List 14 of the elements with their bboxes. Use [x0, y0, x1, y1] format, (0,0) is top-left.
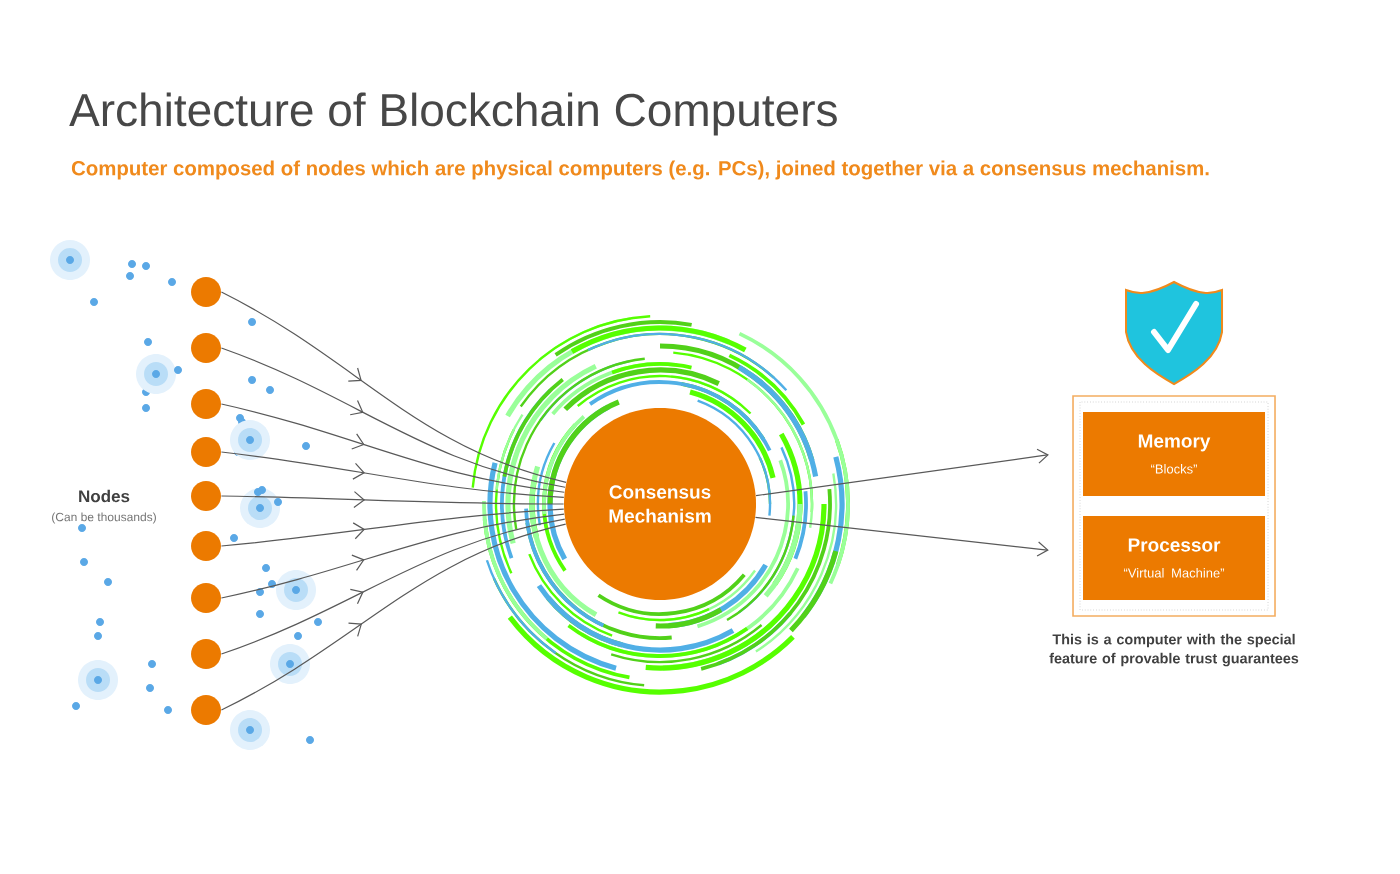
group-label: Nodes	[79, 489, 130, 503]
node-circle	[191, 333, 221, 363]
node-circle	[191, 389, 221, 419]
node-circle	[191, 277, 221, 307]
node-circle	[191, 531, 221, 561]
node-circle	[191, 481, 221, 511]
node-circle	[191, 437, 221, 467]
subtitle: Computer composed of nodes which are physical computers (e.g. PCs), joined together via a consensus mechanism.	[71, 160, 1209, 180]
node-circle	[191, 583, 221, 613]
title: Architecture of Blockchain Computers	[69, 92, 837, 136]
arrow	[755, 448, 1049, 497]
node-circle	[191, 639, 221, 669]
arrow	[754, 516, 1049, 557]
node-circle	[191, 695, 221, 725]
